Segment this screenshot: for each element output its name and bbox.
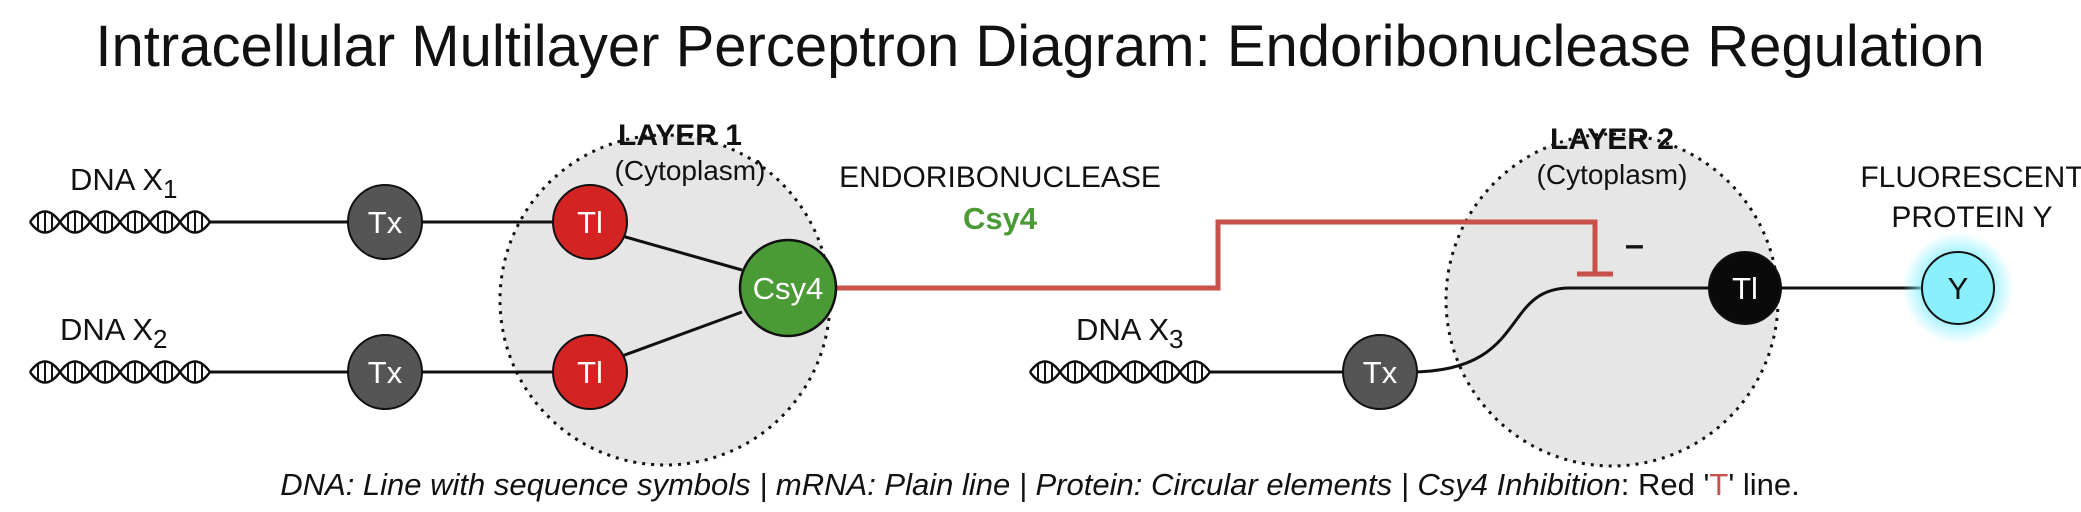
tl-node-layer2 bbox=[1708, 251, 1782, 325]
mrna-line-x3-curve bbox=[1409, 286, 1710, 374]
tx-node-x1-label: Tx bbox=[368, 205, 403, 240]
dna-x1-label: DNA X1 bbox=[70, 162, 178, 204]
legend-text: DNA: Line with sequence symbols | mRNA: … bbox=[280, 467, 1799, 502]
layer1-title: LAYER 1 bbox=[618, 119, 742, 152]
dna-x2-helix bbox=[28, 359, 212, 385]
endoribonuclease-label: ENDORIBONUCLEASE bbox=[839, 161, 1161, 194]
tx-node-x2-label: Tx bbox=[368, 355, 403, 390]
dna-x3-label: DNA X3 bbox=[1076, 312, 1184, 354]
csy4-node-label: Csy4 bbox=[753, 271, 824, 306]
tl-node-x1 bbox=[552, 184, 628, 260]
tx-node-x3 bbox=[1342, 334, 1418, 410]
fluorescent-label-line1: FLUORESCENT bbox=[1860, 161, 2081, 194]
protein-link-top bbox=[621, 234, 743, 272]
output-protein-y bbox=[1921, 251, 1995, 325]
tx-node-x2 bbox=[347, 334, 423, 410]
endoribonuclease-name: Csy4 bbox=[963, 201, 1038, 236]
output-protein-y-label: Y bbox=[1948, 271, 1969, 306]
fluorescent-label-line2: PROTEIN Y bbox=[1891, 201, 2052, 234]
tl-node-x1-label: Tl bbox=[577, 205, 603, 240]
tx-node-x3-label: Tx bbox=[1363, 355, 1398, 390]
tx-node-x1 bbox=[347, 184, 423, 260]
tl-node-layer2-label: Tl bbox=[1732, 271, 1758, 306]
layer2-subtitle: (Cytoplasm) bbox=[1537, 159, 1688, 190]
dna-x1-helix bbox=[28, 209, 212, 235]
inhibition-sign: – bbox=[1625, 226, 1644, 264]
dna-x2-label: DNA X2 bbox=[60, 312, 168, 354]
layer2-title: LAYER 2 bbox=[1550, 123, 1674, 156]
csy4-node bbox=[738, 238, 838, 338]
dna-x3-helix bbox=[1028, 359, 1212, 385]
tl-node-x2-label: Tl bbox=[577, 355, 603, 390]
tl-node-x2 bbox=[552, 334, 628, 410]
csy4-inhibition-line bbox=[830, 219, 1598, 291]
diagram-title: Intracellular Multilayer Perceptron Diag… bbox=[95, 14, 1984, 79]
protein-link-bottom bbox=[621, 310, 743, 358]
layer1-subtitle: (Cytoplasm) bbox=[615, 155, 766, 186]
